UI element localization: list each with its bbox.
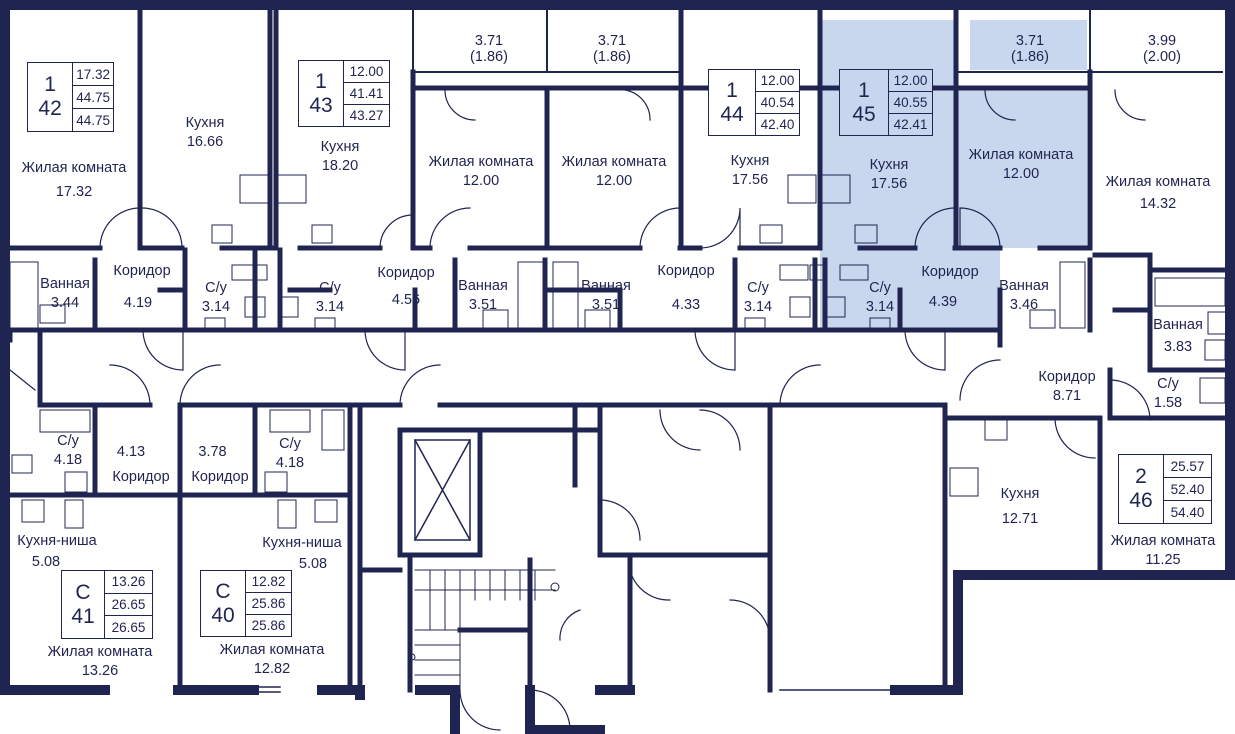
windows [29, 3, 1206, 693]
apt-46-rooms: 2 [1135, 465, 1147, 488]
apt-45-rooms: 1 [858, 78, 870, 102]
apt-40-number: 40 [211, 603, 235, 627]
apt-40-rooms: С [215, 579, 231, 603]
elevator-shaft [413, 438, 472, 542]
apt-41-rooms: С [75, 580, 91, 604]
apartment-45-highlight[interactable] [820, 20, 1087, 328]
apt-46-living-area: 25.57 [1164, 455, 1211, 478]
apt-41-living-area: 13.26 [105, 571, 152, 594]
apt-43-rooms: 1 [315, 69, 327, 93]
loggia-label: 3.71 (1.86) [593, 33, 631, 65]
loggia-label: 3.71 (1.86) [470, 33, 508, 65]
apt-44-total-area: 40.54 [756, 92, 799, 114]
apt-46-number: 46 [1129, 489, 1153, 512]
apt-42-area-with-balcony: 44.75 [76, 112, 110, 128]
interior-walls [5, 7, 1233, 693]
apt-40-total-area: 25.86 [246, 593, 291, 615]
apt-40-living-area: 12.82 [246, 571, 291, 593]
apt-41-total-area: 26.65 [105, 594, 152, 617]
loggia-label: 3.99 (2.00) [1143, 33, 1181, 65]
apt-44-area-with-balcony: 42.40 [760, 117, 795, 132]
apt-43-number: 43 [309, 93, 333, 117]
apt-41-number: 41 [71, 604, 95, 628]
apt-42-rooms: 1 [44, 73, 56, 96]
apt-42-living-area: 17.32 [73, 63, 113, 86]
apt-45-total-area: 40.55 [889, 92, 932, 114]
apt-41-area-with-balcony: 26.65 [111, 619, 146, 635]
apt-42-number: 42 [38, 97, 62, 120]
fixtures [9, 174, 1227, 529]
apt-43-total-area: 41.41 [344, 83, 389, 105]
apt-46-area-with-balcony: 54.40 [1170, 504, 1205, 520]
apt-42-total-area: 44.75 [73, 86, 113, 109]
apt-43-living-area: 12.00 [344, 61, 389, 83]
apt-44-rooms: 1 [726, 78, 738, 102]
apt-45-number: 45 [852, 102, 876, 126]
apt-44-living-area: 12.00 [756, 70, 799, 92]
apt-45-living-area: 12.00 [889, 70, 932, 92]
apt-43-area-with-balcony: 43.27 [349, 108, 384, 123]
apt-45-area-with-balcony: 42.41 [893, 117, 928, 132]
apt-40-area-with-balcony: 25.86 [251, 618, 286, 633]
apt-44-number: 44 [720, 102, 744, 126]
loggia-label: 3.71 (1.86) [1011, 33, 1049, 65]
doors [9, 89, 1151, 731]
apt-46-total-area: 52.40 [1164, 478, 1211, 501]
staircase [408, 569, 560, 691]
